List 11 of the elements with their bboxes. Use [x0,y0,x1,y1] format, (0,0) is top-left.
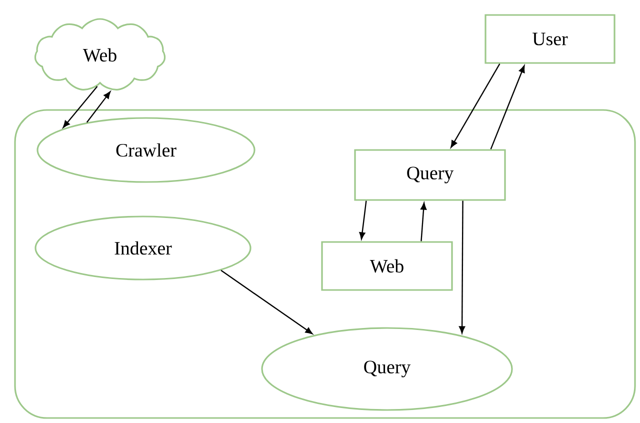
arrow [220,270,313,334]
arrow [86,91,111,123]
arrow [450,64,500,148]
process-box: User [484,14,616,64]
arrow [62,86,98,128]
arrow [490,65,525,150]
arrow [420,202,427,242]
process-box: Query [354,149,506,201]
arrow [359,200,367,240]
arrow [459,200,466,334]
process-box: Web [321,241,453,291]
